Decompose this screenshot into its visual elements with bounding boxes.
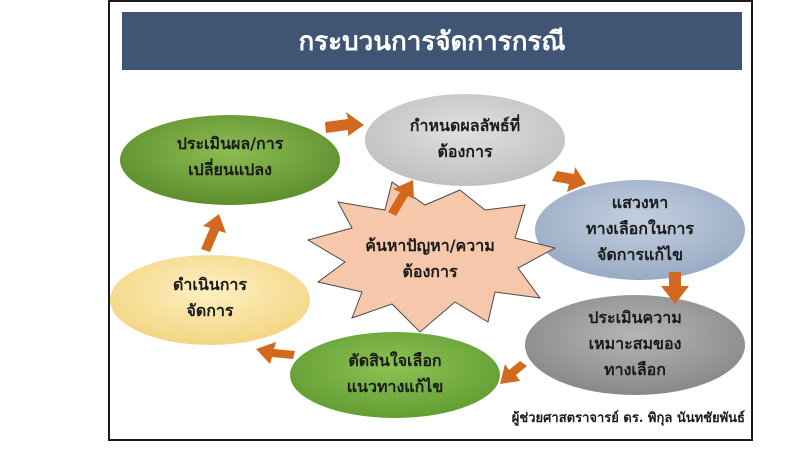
- node-define-outcome: [365, 94, 565, 186]
- arrow-assess-to-decide: [500, 361, 527, 384]
- label-define-outcome-line1: กำหนดผลลัพธ์ที่: [409, 116, 521, 135]
- label-center-problem-line2: ต้องการ: [402, 262, 458, 281]
- label-evaluate-change-line2: เปลี่ยนแปลง: [188, 160, 272, 179]
- label-assess-fit-line3: ทางเลือก: [604, 360, 666, 379]
- label-decide-line2: แนวทางแก้ไข: [346, 377, 444, 396]
- arrow-execute-to-evaluate: [201, 214, 226, 252]
- node-execute: [110, 255, 310, 345]
- label-define-outcome: กำหนดผลลัพธ์ที่ ต้องการ: [375, 113, 555, 165]
- label-execute-line2: จัดการ: [186, 301, 234, 320]
- arrow-evaluate-to-define: [325, 112, 364, 136]
- label-define-outcome-line2: ต้องการ: [437, 142, 493, 161]
- label-seek-options-line3: จัดการแก้ไข: [596, 245, 683, 264]
- label-center-problem: ค้นหาปัญหา/ความ ต้องการ: [340, 233, 520, 285]
- node-evaluate-change: [120, 115, 340, 205]
- label-assess-fit-line1: ประเมินความ: [588, 308, 682, 327]
- arrow-decide-to-execute: [256, 342, 295, 364]
- author-credit: ผู้ช่วยศาสตราจารย์ ดร. พิกุล นันทชัยพันธ…: [511, 411, 745, 426]
- label-execute: ดำเนินการ จัดการ: [130, 272, 290, 324]
- arrow-center-to-define: [388, 180, 414, 216]
- label-execute-line1: ดำเนินการ: [173, 275, 247, 294]
- label-assess-fit-line2: เหมาะสมของ: [588, 334, 682, 353]
- label-evaluate-change: ประเมินผล/การ เปลี่ยนแปลง: [140, 131, 320, 183]
- label-evaluate-change-line1: ประเมินผล/การ: [176, 134, 284, 153]
- node-assess-fit: [525, 295, 745, 395]
- label-assess-fit: ประเมินความ เหมาะสมของ ทางเลือก: [545, 305, 725, 383]
- label-seek-options-line2: ทางเลือกในการ: [586, 219, 694, 238]
- label-decide: ตัดสินใจเลือก แนวทางแก้ไข: [305, 348, 485, 400]
- node-decide: [290, 332, 500, 418]
- arrow-seek-to-assess: [661, 272, 689, 304]
- diagram-title: กระบวนการจัดการกรณี: [122, 12, 742, 70]
- node-center-problem: [306, 181, 557, 333]
- label-center-problem-line1: ค้นหาปัญหา/ความ: [365, 236, 495, 255]
- label-seek-options: แสวงหา ทางเลือกในการ จัดการแก้ไข: [550, 190, 730, 268]
- arrow-define-to-seek: [552, 167, 586, 192]
- label-decide-line1: ตัดสินใจเลือก: [348, 351, 442, 370]
- label-seek-options-line1: แสวงหา: [611, 193, 669, 212]
- node-seek-options: [535, 180, 745, 280]
